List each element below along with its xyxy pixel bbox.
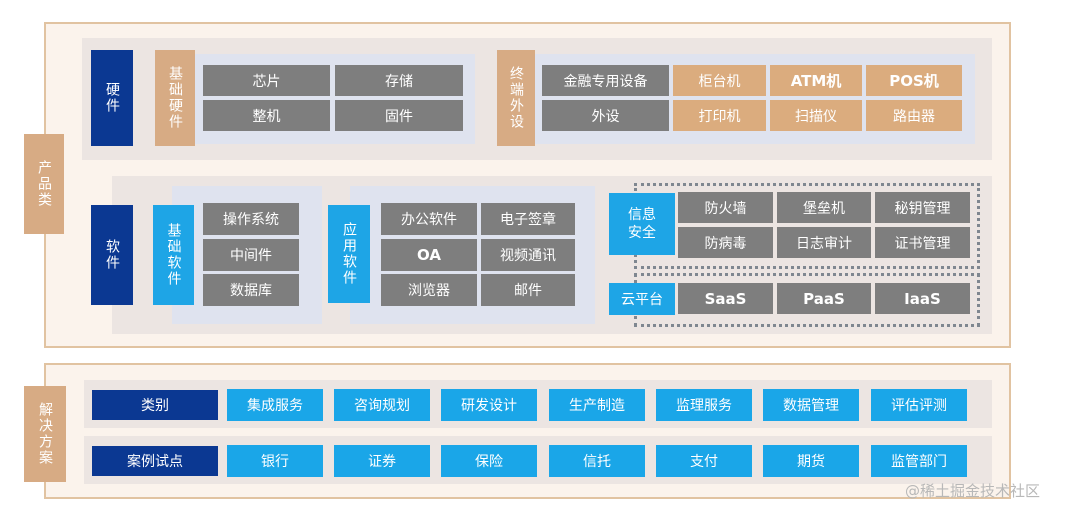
os-cell: 操作系统 [203, 203, 299, 235]
oa-cell: OA [381, 239, 477, 271]
hw-chip-cell: 芯片 [203, 65, 330, 96]
pos-cell: POS机 [866, 65, 962, 96]
pilot-item-regulators: 监管部门 [871, 445, 967, 477]
bastion-host-cell: 堡垒机 [777, 192, 871, 223]
key-management-cell: 秘钥管理 [875, 192, 970, 223]
category-item-rnd: 研发设计 [441, 389, 537, 421]
category-item-supervision: 监理服务 [656, 389, 752, 421]
atm-cell: ATM机 [770, 65, 862, 96]
office-software-cell: 办公软件 [381, 203, 477, 235]
terminal-label: 终端外设 [497, 50, 535, 146]
pilot-item-insurance: 保险 [441, 445, 537, 477]
application-label: 应用软件 [328, 205, 370, 303]
category-item-data-management: 数据管理 [763, 389, 859, 421]
hardware-label: 硬件 [91, 50, 133, 146]
watermark-text: @稀土掘金技术社区 [905, 482, 1041, 500]
firewall-cell: 防火墙 [678, 192, 773, 223]
pilot-item-payment: 支付 [656, 445, 752, 477]
security-label-text: 信息安全 [628, 207, 656, 241]
e-signature-cell: 电子签章 [481, 203, 575, 235]
database-cell: 数据库 [203, 274, 299, 306]
category-item-consulting: 咨询规划 [334, 389, 430, 421]
product-label: 产品类 [24, 134, 64, 234]
mail-cell: 邮件 [481, 274, 575, 306]
hw-storage-cell: 存储 [335, 65, 463, 96]
log-audit-cell: 日志审计 [777, 227, 871, 258]
antivirus-cell: 防病毒 [678, 227, 773, 258]
pilot-item-trust: 信托 [549, 445, 645, 477]
router-cell: 路由器 [866, 100, 962, 131]
scanner-cell: 扫描仪 [770, 100, 862, 131]
middleware-cell: 中间件 [203, 239, 299, 271]
security-label: 信息安全 [609, 193, 675, 255]
basic-hardware-label: 基础硬件 [155, 50, 195, 146]
software-label: 软件 [91, 205, 133, 305]
category-item-manufacturing: 生产制造 [549, 389, 645, 421]
pilot-item-bank: 银行 [227, 445, 323, 477]
solution-label: 解决方案 [24, 386, 66, 482]
counter-machine-cell: 柜台机 [673, 65, 766, 96]
category-item-integration: 集成服务 [227, 389, 323, 421]
certificate-management-cell: 证书管理 [875, 227, 970, 258]
pilot-item-securities: 证券 [334, 445, 430, 477]
hw-machine-cell: 整机 [203, 100, 330, 131]
video-comm-cell: 视频通讯 [481, 239, 575, 271]
iaas-cell: IaaS [875, 283, 970, 314]
cloud-label: 云平台 [609, 283, 675, 315]
hw-firmware-cell: 固件 [335, 100, 463, 131]
paas-cell: PaaS [777, 283, 871, 314]
category-label: 类别 [92, 390, 218, 420]
peripheral-cell: 外设 [542, 100, 669, 131]
pilot-label: 案例试点 [92, 446, 218, 476]
basic-software-label: 基础软件 [153, 205, 194, 305]
pilot-item-futures: 期货 [763, 445, 859, 477]
saas-cell: SaaS [678, 283, 773, 314]
financial-device-cell: 金融专用设备 [542, 65, 669, 96]
printer-cell: 打印机 [673, 100, 766, 131]
category-item-evaluation: 评估评测 [871, 389, 967, 421]
browser-cell: 浏览器 [381, 274, 477, 306]
